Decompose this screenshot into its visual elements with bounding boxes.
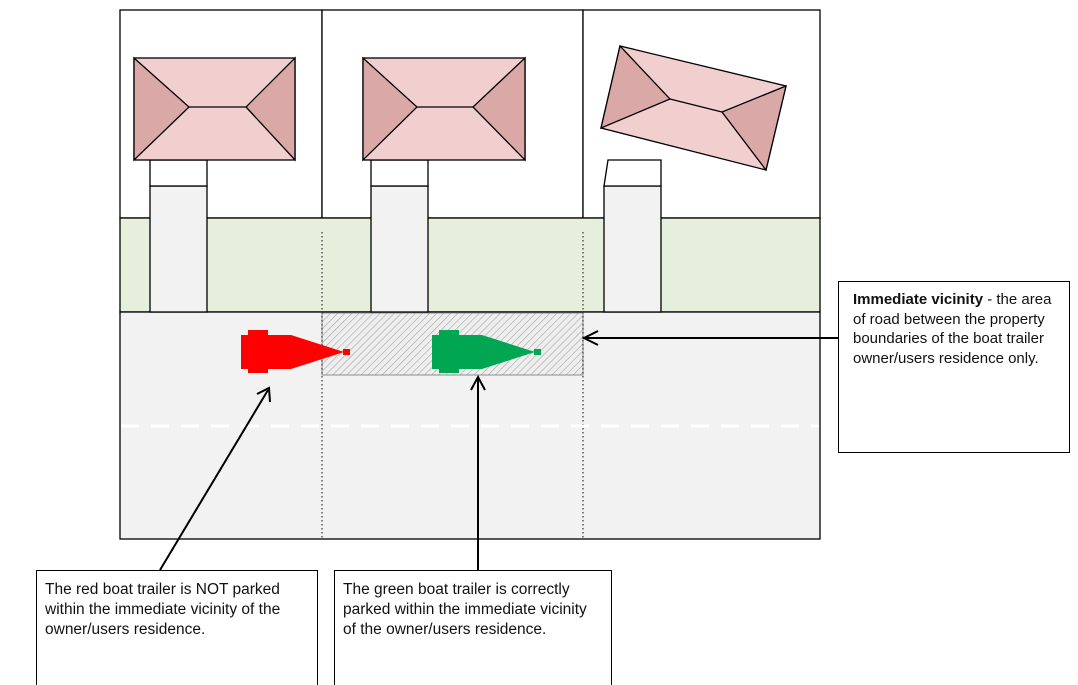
driveways (149, 159, 662, 313)
arrow-red-line (159, 389, 269, 571)
driveway-right-garage-apron (603, 159, 662, 187)
house-middle (362, 56, 526, 162)
driveway-right (603, 185, 662, 313)
green-trailer-hitch (534, 349, 541, 355)
callout-red-trailer-text: The red boat trailer is NOT parked withi… (45, 581, 281, 638)
driveway-left (149, 185, 208, 313)
arrow-vicinity-head (581, 330, 599, 346)
callout-green-trailer-text: The green boat trailer is correctly park… (343, 581, 587, 638)
callout-vicinity-definition: - the area of road between the property … (853, 291, 1052, 367)
grass-verge (119, 217, 821, 313)
callout-vicinity-term: Immediate vicinity (853, 291, 984, 308)
roof-right-hip-west (600, 44, 672, 130)
red-trailer-hitch (343, 349, 350, 355)
driveway-left-garage-apron (149, 159, 208, 187)
green-trailer-body (432, 335, 482, 369)
green-trailer-bow (482, 335, 535, 369)
callout-arrows (159, 330, 838, 571)
roof-right-ridge (669, 98, 723, 113)
roof-left-hip-west (133, 56, 190, 162)
house-right (600, 44, 787, 172)
driveway-middle (370, 185, 429, 313)
arrow-green-head (470, 374, 486, 391)
red-trailer-bow (291, 335, 344, 369)
callout-immediate-vicinity: Immediate vicinity - the area of road be… (838, 281, 1070, 453)
green-boat-trailer (432, 330, 541, 373)
red-trailer-body (241, 335, 291, 369)
roof-middle-hip-east (472, 56, 526, 162)
red-boat-trailer (241, 330, 350, 373)
house-left (133, 56, 296, 162)
driveway-middle-garage-apron (370, 159, 429, 187)
callout-green-trailer: The green boat trailer is correctly park… (334, 570, 612, 685)
roof-left-hip-east (245, 56, 296, 162)
roof-right-hip-east (720, 84, 787, 172)
arrow-red-head (256, 386, 271, 403)
roof-middle-hip-west (362, 56, 418, 162)
callout-red-trailer: The red boat trailer is NOT parked withi… (36, 570, 318, 685)
